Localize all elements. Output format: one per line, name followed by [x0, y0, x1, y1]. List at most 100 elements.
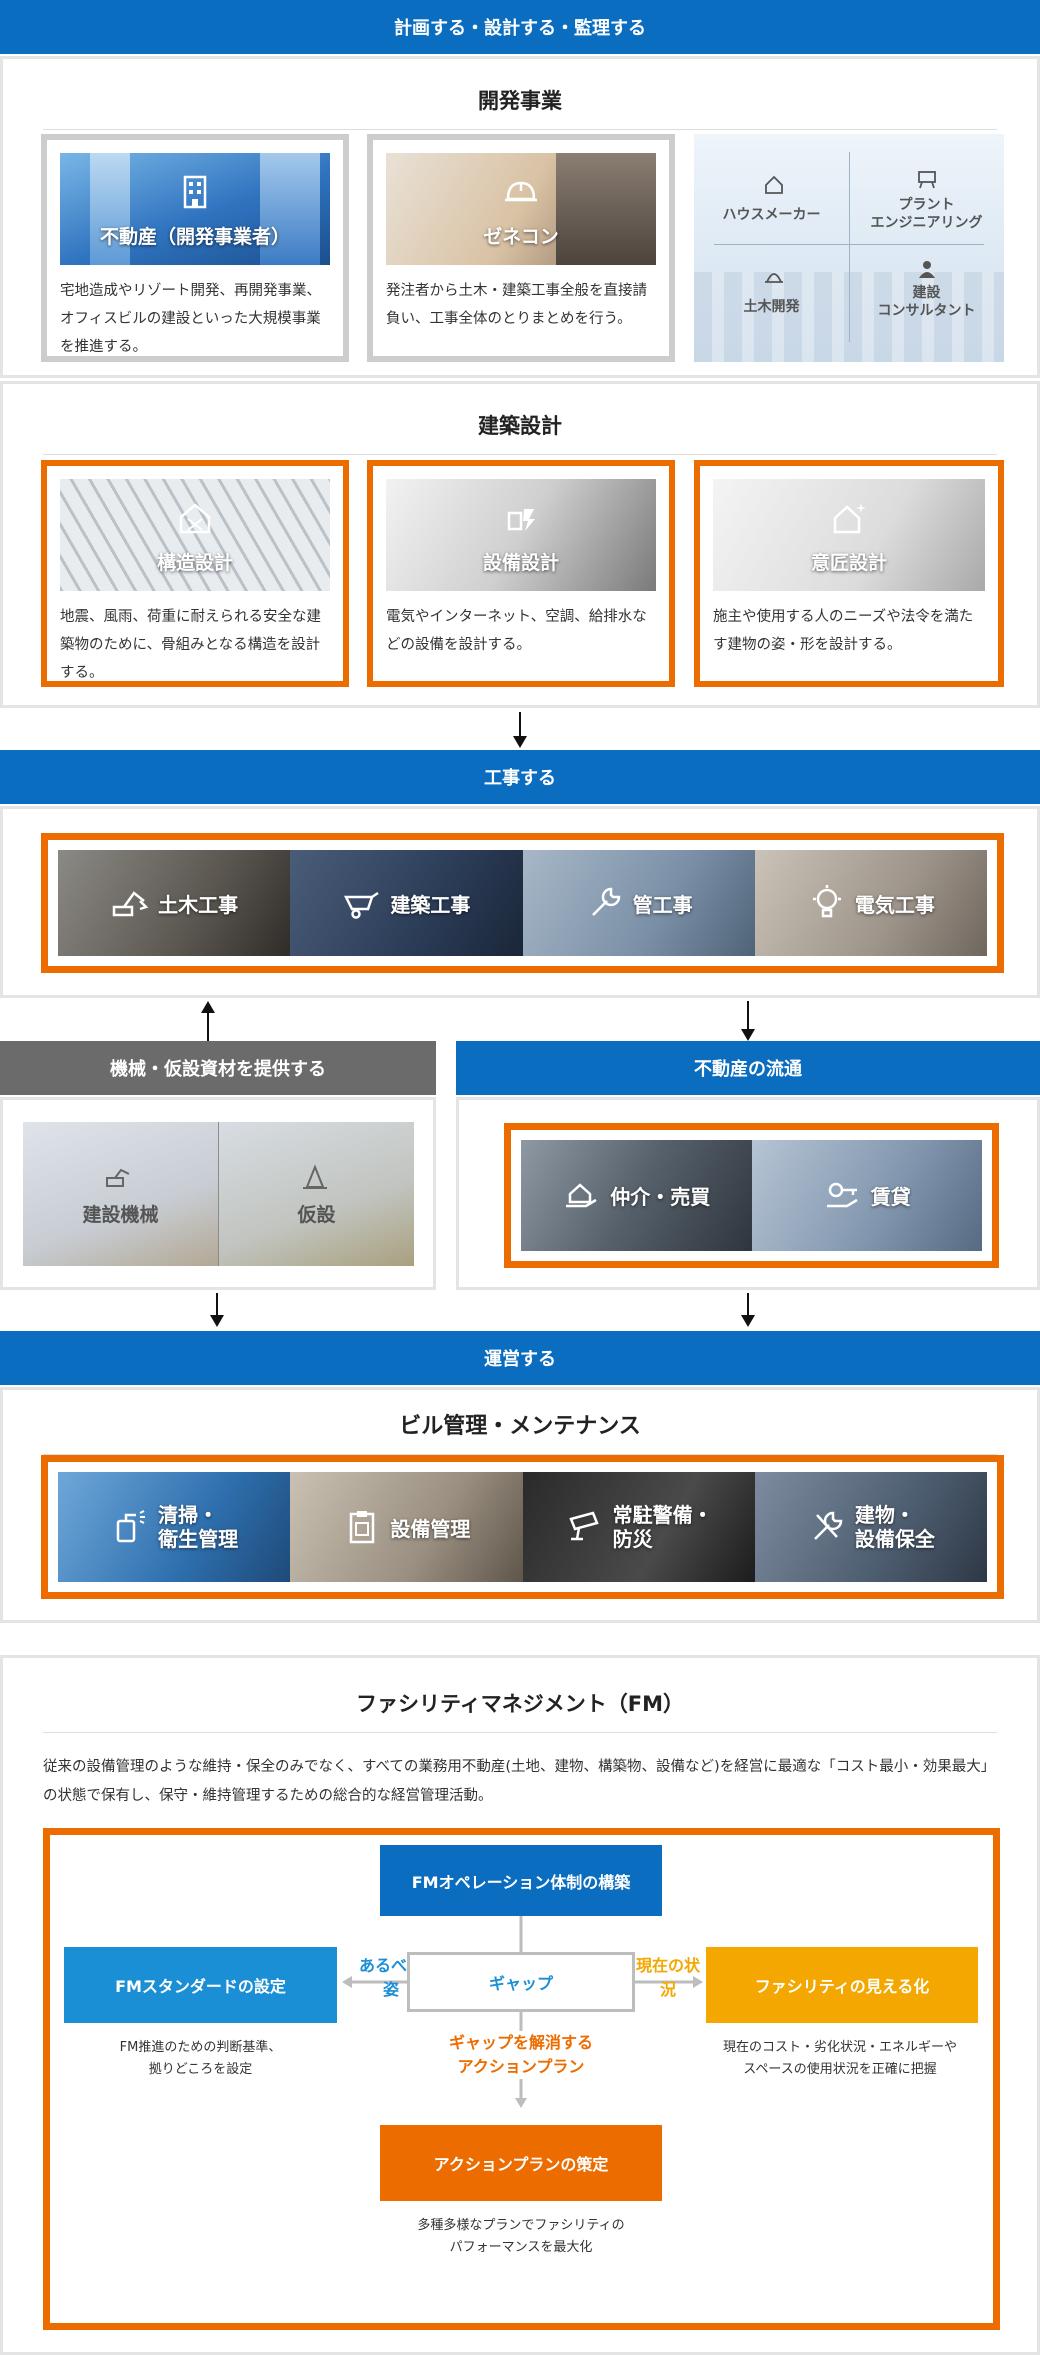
structural-design-image: 構造設計 [60, 479, 330, 591]
civil-icon [765, 273, 783, 283]
ideal-state-label: あるべき姿 [358, 1956, 423, 1999]
other-developers-panel: ハウスメーカー プラント エンジニアリング 土木開発 建設 コンサルタント [694, 134, 1004, 362]
civil-works-label: 土木工事 [158, 892, 239, 917]
light-bulb-icon [812, 885, 841, 918]
structural-design-desc: 地震、風雨、荷重に耐えられる安全な建築物のために、骨組みとなる構造を設計する。 [60, 609, 321, 681]
security-camera-icon [568, 1511, 599, 1541]
temporary-materials-label: 仮設 [297, 1204, 336, 1226]
facility-visualization-box: ファシリティの見える化 [706, 1947, 978, 2023]
cleaning-icon [116, 1510, 146, 1543]
fm-operation-box: FMオペレーション体制の構築 [380, 1845, 662, 1916]
building-management-section: ビル管理・メンテナンス 清掃・ 衛生管理 設備管理 常駐警備・ 防災 建物・ 設… [0, 1387, 1040, 1623]
building-management-heading: ビル管理・メンテナンス [43, 1408, 997, 1455]
rental-label: 賃貸 [870, 1185, 911, 1209]
key-hand-icon [826, 1182, 858, 1207]
house-hand-icon [566, 1182, 597, 1207]
building-works-label: 建築工事 [390, 892, 471, 917]
building-icon [183, 175, 207, 209]
temporary-materials[interactable]: 仮設 [219, 1122, 414, 1266]
fm-intro: 従来の設備管理のような維持・保全のみでなく、すべての業務用不動産(土地、建物、構… [43, 1759, 996, 1804]
band-machinery: 機械・仮設資材を提供する [0, 1041, 436, 1095]
action-plan-note: 多種多様なプランでファシリティの パフォーマンスを最大化 [417, 2218, 625, 2255]
pipe-works[interactable]: 管工事 [522, 850, 755, 956]
structural-design-title: 構造設計 [156, 552, 233, 574]
band-plan: 計画する・設計する・監理する [0, 0, 1040, 54]
development-heading: 開発事業 [43, 85, 997, 130]
plant-engineering-label: プラント エンジニアリング [870, 197, 983, 231]
realestate-strip: 仲介・売買 賃貸 [504, 1123, 999, 1268]
facility-visualization-note: 現在のコスト・劣化状況・エネルギーや スペースの使用状況を正確に把握 [722, 2040, 957, 2077]
rental[interactable]: 賃貸 [751, 1140, 982, 1251]
fm-heading: ファシリティマネジメント（FM） [43, 1688, 997, 1733]
fm-standard-note: FM推進のための判断基準、 拠りどころを設定 [119, 2040, 282, 2077]
excavator-icon [112, 891, 149, 917]
equipment-design-card[interactable]: 設備設計 電気やインターネット、空調、給排水などの設備を設計する。 [367, 460, 675, 687]
realestate-section: 仲介・売買 賃貸 [456, 1097, 1040, 1290]
construction-strip: 土木工事 建築工事 管工事 電気工事 [41, 833, 1004, 973]
wrench-icon [591, 887, 620, 916]
design-image: 意匠設計 [713, 479, 985, 591]
security-disaster-prevention[interactable]: 常駐警備・ 防災 [522, 1472, 755, 1582]
building-management-strip: 清掃・ 衛生管理 設備管理 常駐警備・ 防災 建物・ 設備保全 [41, 1455, 1004, 1599]
construction-section: 土木工事 建築工事 管工事 電気工事 [0, 806, 1040, 998]
machinery-section: 建設機械 仮設 [0, 1097, 436, 1290]
building-maintenance-label: 建物・ 設備保全 [854, 1503, 935, 1551]
architecture-heading: 建築設計 [43, 410, 997, 455]
helmet-icon [505, 181, 537, 202]
building-works[interactable]: 建築工事 [290, 850, 523, 956]
house-icon [765, 175, 783, 194]
construction-machinery-label: 建設機械 [82, 1204, 159, 1226]
developer-desc: 宅地造成やリゾート開発、再開発事業、オフィスビルの建設といった大規模事業を推進す… [60, 283, 321, 355]
arrow-up-machinery [201, 1001, 215, 1041]
action-plan-label: ギャップを解消する アクションプラン [421, 2031, 621, 2079]
clipboard-icon [350, 1511, 375, 1544]
developer-image: 不動産（開発事業者） [60, 153, 330, 265]
arrow-down-realestate [741, 1001, 755, 1041]
cone-icon [303, 1164, 327, 1189]
band-construct: 工事する [0, 750, 1040, 804]
developer-card[interactable]: 不動産（開発事業者） 宅地造成やリゾート開発、再開発事業、オフィスビルの建設とい… [41, 134, 349, 362]
developer-title: 不動産（開発事業者） [99, 226, 290, 248]
general-contractor-card[interactable]: ゼネコン 発注者から土木・建築工事全般を直接請負い、工事全体のとりまとめを行う。 [367, 134, 675, 362]
house-sparkle-icon [833, 503, 866, 534]
development-section: 開発事業 不動産（開発事業者） 宅地造成やリゾート開発、再開発事業、オフィスビル… [0, 56, 1040, 378]
house-maker-label: ハウスメーカー [722, 207, 821, 223]
construction-machinery[interactable]: 建設機械 [23, 1122, 218, 1266]
arrow-down-3 [741, 1293, 755, 1329]
general-contractor-desc: 発注者から土木・建築工事全般を直接請負い、工事全体のとりまとめを行う。 [386, 283, 647, 327]
design-card[interactable]: 意匠設計 施主や使用する人のニーズや法令を満たす建物の姿・形を設計する。 [694, 460, 1004, 687]
plant-icon [918, 171, 936, 189]
equipment-icon [507, 509, 535, 531]
facility-management-label: 設備管理 [390, 1516, 471, 1541]
fm-standard-box: FMスタンダードの設定 [64, 1947, 337, 2023]
facility-management[interactable]: 設備管理 [290, 1472, 523, 1582]
architecture-section: 建築設計 構造設計 地震、風雨、荷重に耐えられる安全な建築物のために、骨組みとな… [0, 381, 1040, 708]
security-disaster-prevention-label: 常駐警備・ 防災 [612, 1503, 713, 1551]
house-frame-icon [179, 503, 211, 534]
pipe-works-label: 管工事 [632, 892, 693, 917]
gap-box: ギャップ [407, 1952, 635, 2012]
band-operate: 運営する [0, 1331, 1040, 1385]
building-maintenance[interactable]: 建物・ 設備保全 [754, 1472, 987, 1582]
bulldozer-icon [106, 1168, 130, 1187]
design-title: 意匠設計 [810, 552, 887, 574]
electrical-works[interactable]: 電気工事 [754, 850, 987, 956]
cleaning-sanitation[interactable]: 清掃・ 衛生管理 [58, 1472, 291, 1582]
wheelbarrow-icon [344, 891, 380, 919]
structural-design-card[interactable]: 構造設計 地震、風雨、荷重に耐えられる安全な建築物のために、骨組みとなる構造を設… [41, 460, 349, 687]
brokerage[interactable]: 仲介・売買 [521, 1140, 752, 1251]
equipment-design-desc: 電気やインターネット、空調、給排水などの設備を設計する。 [386, 609, 647, 653]
general-contractor-image: ゼネコン [386, 153, 656, 265]
electrical-works-label: 電気工事 [854, 892, 935, 917]
band-realestate: 不動産の流通 [456, 1041, 1040, 1095]
arrow-down-2 [210, 1293, 224, 1329]
current-state-label: 現在の状況 [635, 1956, 700, 1999]
machinery-panel: 建設機械 仮設 [23, 1122, 414, 1266]
arrow-down-1 [513, 712, 527, 750]
fm-diagram: FMオペレーション体制の構築 FMスタンダードの設定 FM推進のための判断基準、… [43, 1828, 1000, 2330]
general-contractor-title: ゼネコン [483, 226, 559, 248]
civil-works[interactable]: 土木工事 [58, 850, 291, 956]
design-desc: 施主や使用する人のニーズや法令を満たす建物の姿・形を設計する。 [713, 609, 974, 653]
equipment-design-title: 設備設計 [482, 552, 559, 574]
